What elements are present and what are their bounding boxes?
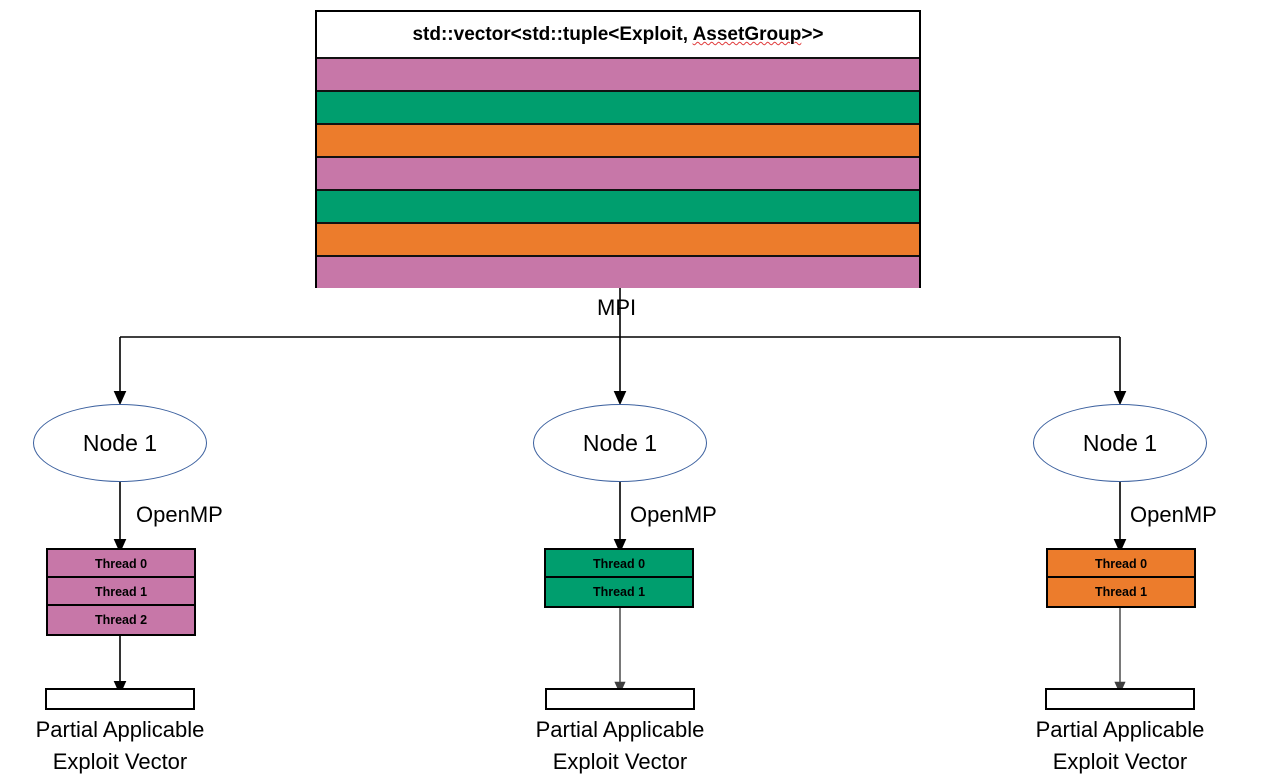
output-caption-3-line1: Partial Applicable — [1035, 717, 1205, 742]
thread-row: Thread 1 — [546, 578, 692, 606]
mpi-label: MPI — [597, 295, 637, 320]
output-caption-2: Partial Applicable Exploit Vector — [490, 714, 750, 778]
vector-stripe — [317, 57, 919, 90]
thread-row: Thread 1 — [48, 578, 194, 606]
output-caption-1: Partial Applicable Exploit Vector — [0, 714, 250, 778]
output-caption-1-line2: Exploit Vector — [52, 749, 188, 774]
vector-stripe — [317, 222, 919, 255]
thread-row: Thread 0 — [546, 550, 692, 578]
output-caption-2-line1: Partial Applicable — [535, 717, 705, 742]
output-caption-1-line1: Partial Applicable — [35, 717, 205, 742]
output-box-1 — [45, 688, 195, 710]
thread-row: Thread 2 — [48, 606, 194, 634]
node-ellipse-1[interactable]: Node 1 — [33, 404, 207, 482]
node-label-3: Node 1 — [1082, 429, 1158, 456]
vector-stripes — [317, 57, 919, 288]
openmp-label-2: OpenMP — [630, 502, 717, 527]
vector-title-main: std::vector<std::tuple<Exploit, — [412, 24, 693, 45]
node-label-2: Node 1 — [582, 429, 658, 456]
vector-title-tail: >> — [801, 24, 824, 45]
thread-row: Thread 0 — [1048, 550, 1194, 578]
openmp-label-3: OpenMP — [1130, 502, 1217, 527]
node-label-1: Node 1 — [82, 429, 158, 456]
vector-stripe — [317, 189, 919, 222]
vector-stripe — [317, 90, 919, 123]
vector-title: std::vector<std::tuple<Exploit, AssetGro… — [317, 12, 919, 57]
vector-container: std::vector<std::tuple<Exploit, AssetGro… — [315, 10, 921, 288]
thread-row: Thread 1 — [1048, 578, 1194, 606]
thread-row: Thread 0 — [48, 550, 194, 578]
vector-stripe — [317, 255, 919, 288]
output-caption-3: Partial Applicable Exploit Vector — [990, 714, 1250, 778]
vector-stripe — [317, 123, 919, 156]
output-caption-2-line2: Exploit Vector — [552, 749, 688, 774]
node-ellipse-2[interactable]: Node 1 — [533, 404, 707, 482]
openmp-label-1: OpenMP — [136, 502, 223, 527]
output-box-3 — [1045, 688, 1195, 710]
node-ellipse-3[interactable]: Node 1 — [1033, 404, 1207, 482]
output-box-2 — [545, 688, 695, 710]
vector-title-assetgroup: AssetGroup — [692, 24, 802, 45]
vector-stripe — [317, 156, 919, 189]
output-caption-3-line2: Exploit Vector — [1052, 749, 1188, 774]
